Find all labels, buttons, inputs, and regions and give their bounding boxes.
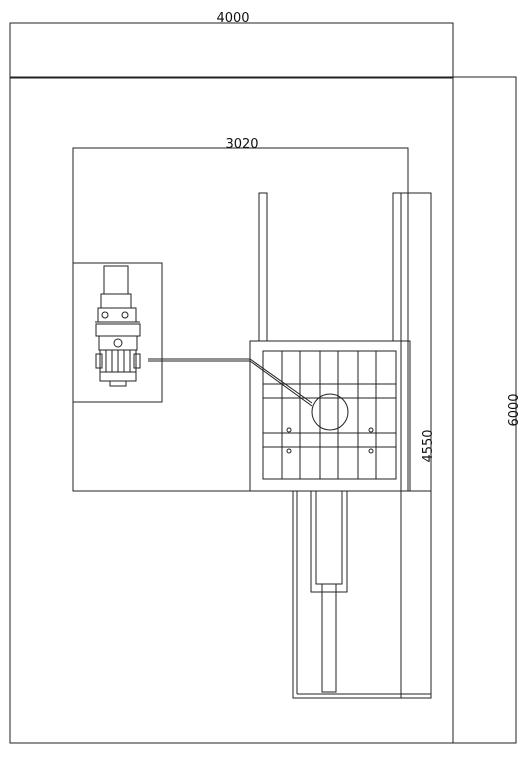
room-outline xyxy=(9,76,517,744)
press-frame-inner xyxy=(262,350,397,480)
press-frame xyxy=(249,340,411,492)
left-guide-post xyxy=(258,192,268,342)
dim-inner-height: 4550 xyxy=(421,429,436,462)
outer-frame xyxy=(9,22,454,79)
hydraulic-hose xyxy=(148,358,313,407)
dim-inner-width: 3020 xyxy=(225,137,258,152)
dim-height-right: 6000 xyxy=(507,393,522,426)
hydraulic-cylinder xyxy=(311,393,349,431)
power-unit-frame xyxy=(72,262,163,403)
piston-rod xyxy=(321,583,337,693)
bolt-holes xyxy=(286,427,374,454)
right-guide-post xyxy=(392,192,402,342)
lower-bed xyxy=(292,490,432,699)
hydraulic-power-unit-icon xyxy=(95,265,141,387)
lower-channel-inner xyxy=(315,490,343,585)
frame-slats xyxy=(262,351,397,479)
dim-width-top: 4000 xyxy=(216,11,249,26)
